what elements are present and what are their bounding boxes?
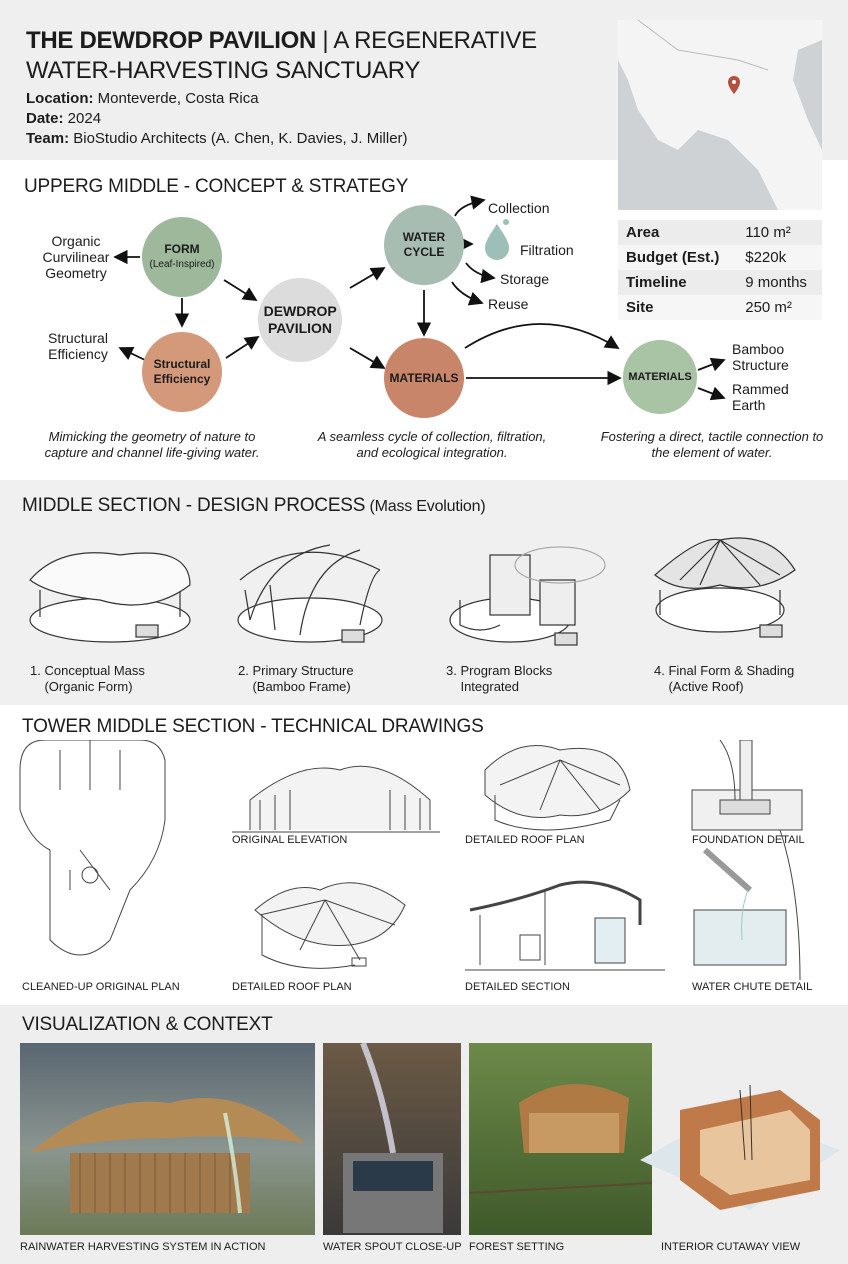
reuse-label: Reuse <box>488 296 529 312</box>
water-drop-icon <box>485 219 509 260</box>
location-map <box>618 20 822 210</box>
water-cycle-node: WATER CYCLE <box>384 205 464 285</box>
page-title: THE DEWDROP PAVILION | A REGENERATIVE <box>26 27 537 54</box>
caption-forest: FOREST SETTING <box>469 1241 565 1253</box>
technical-drawings <box>19 740 803 980</box>
tech-label-section: Detailed Section <box>465 981 570 993</box>
caption-rainwater: RAINWATER HARVESTING SYSTEM IN ACTION <box>20 1241 266 1253</box>
location: Location: Monteverde, Costa Rica <box>26 90 259 107</box>
materials-node-2: MATERIALS <box>623 340 697 414</box>
foundation-drawing <box>691 740 803 831</box>
caption-cutaway: INTERIOR CUTAWAY VIEW <box>661 1241 801 1253</box>
dewdrop-node: DEWDROP PAVILION <box>258 278 342 362</box>
stage-1-label: 1. Conceptual Mass (Organic Form) <box>30 663 145 694</box>
filtration-label: Filtration <box>520 242 574 258</box>
roof-plan-drawing <box>484 745 631 831</box>
stage-4-label: 4. Final Form & Shading (Active Roof) <box>654 663 795 694</box>
caption-form: Mimicking the geometry of nature to capt… <box>44 429 260 460</box>
process-heading: MIDDLE SECTION - DESIGN PROCESS (Mass Ev… <box>22 495 486 516</box>
caption-spout: WATER SPOUT CLOSE-UP <box>323 1241 462 1253</box>
date: Date: 2024 <box>26 110 102 127</box>
mass-evolution-drawings <box>29 537 796 646</box>
water-chute-drawing <box>693 829 801 980</box>
caption-materials: Fostering a direct, tactile connection t… <box>600 429 824 460</box>
stage-1-drawing <box>29 552 191 643</box>
concept-heading: UPPERG MIDDLE - CONCEPT & STRATEGY <box>24 176 409 197</box>
caption-cycle: A seamless cycle of collection, filtrati… <box>317 429 547 460</box>
original-plan-drawing <box>19 740 166 956</box>
rammed-label: Rammed Earth <box>732 381 789 413</box>
form-node: FORM(Leaf-Inspired) <box>142 217 222 297</box>
technical-heading: TOWER MIDDLE SECTION - TECHNICAL DRAWING… <box>22 716 484 737</box>
stage-2-label: 2. Primary Structure (Bamboo Frame) <box>238 663 354 694</box>
tech-label-roof-plan: Detailed Roof Plan <box>465 834 585 846</box>
concept-arrows <box>113 195 726 401</box>
page-subtitle: WATER-HARVESTING SANCTUARY <box>26 57 421 84</box>
section-drawing <box>465 880 665 971</box>
tech-label-roof-plan-2: Detailed Roof Plan <box>232 981 352 993</box>
structural-node: Structural Efficiency <box>142 332 222 412</box>
cutaway-photo <box>640 1050 840 1235</box>
storage-label: Storage <box>500 271 550 287</box>
stage-3-drawing <box>449 546 606 646</box>
roof-plan-2-drawing <box>254 882 406 969</box>
collection-label: Collection <box>488 200 550 216</box>
stage-4-drawing <box>654 537 796 638</box>
tech-label-foundation: Foundation Detail <box>692 834 805 846</box>
tech-label-elevation: Original Elevation <box>232 834 348 846</box>
rainwater-photo <box>20 1043 315 1235</box>
stage-2-drawing <box>237 544 383 643</box>
water-spout-photo <box>323 1043 461 1235</box>
tech-label-plan: Cleaned-up Original Plan <box>22 981 180 993</box>
bamboo-label: Bamboo Structure <box>732 341 789 373</box>
visual-heading: VISUALIZATION & CONTEXT <box>22 1014 273 1035</box>
team: Team: BioStudio Architects (A. Chen, K. … <box>26 130 408 147</box>
organic-label: Organic Curvilinear Geometry <box>42 233 110 281</box>
forest-photo <box>469 1043 652 1235</box>
stage-3-label: 3. Program Blocks Integrated <box>446 663 553 694</box>
map-pin-icon <box>728 76 740 94</box>
structural-label: Structural Efficiency <box>48 330 108 362</box>
elevation-drawing <box>232 765 440 833</box>
tech-label-chute: Water Chute Detail <box>692 981 813 993</box>
materials-node: MATERIALS <box>384 338 464 418</box>
